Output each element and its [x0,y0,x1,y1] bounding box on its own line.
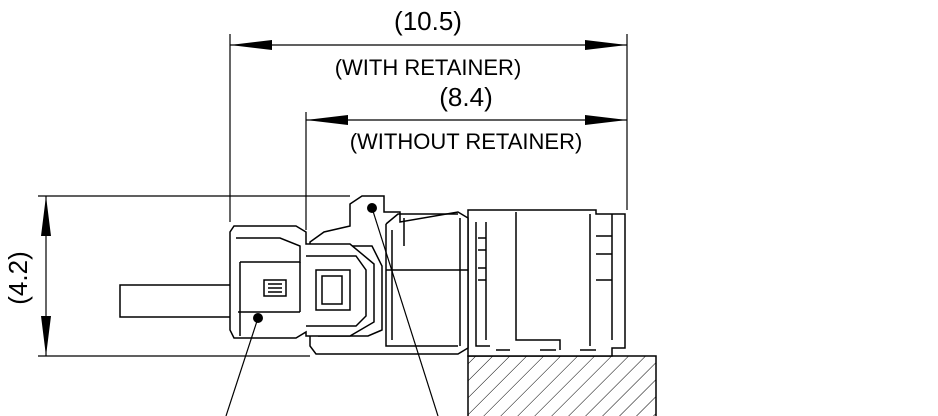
receptacle-housing [467,209,626,357]
leader-dot-retainer [253,313,263,323]
dimension-without-retainer [305,112,627,230]
dimension-value-with-retainer: (10.5) [394,6,462,36]
cable [119,284,233,318]
dimension-caption-without-retainer: (WITHOUT RETAINER) [350,129,583,154]
leader-dot-plug [367,203,377,213]
dimension-value-height: (4.2) [3,251,33,304]
leader-line-retainer [225,317,259,416]
dimension-caption-with-retainer: (WITH RETAINER) [335,55,522,80]
dimension-value-without-retainer: (8.4) [439,82,492,112]
dimension-height [38,195,350,357]
leader-lines [225,207,439,416]
retainer [229,225,375,339]
dimension-with-retainer [229,34,628,222]
pcb-board [467,355,657,416]
leader-line-plug [371,207,439,416]
